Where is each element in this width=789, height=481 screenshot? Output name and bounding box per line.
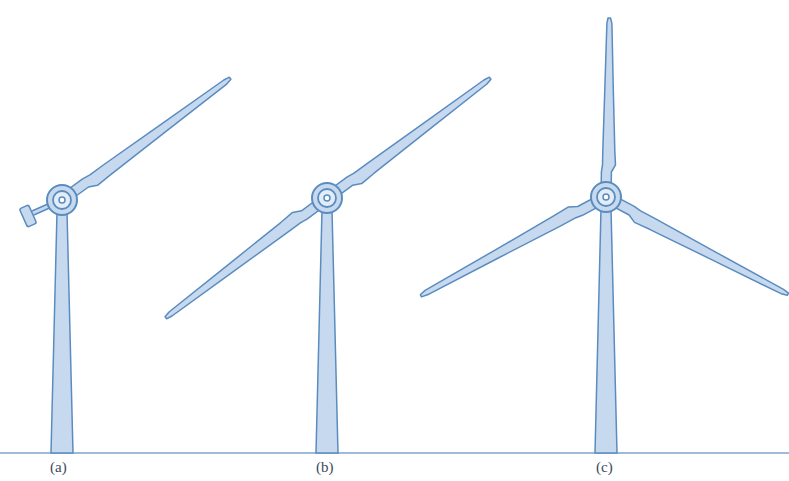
tower: [595, 209, 617, 453]
tower: [51, 212, 73, 453]
tower: [316, 210, 338, 453]
hub: [47, 185, 77, 215]
rotor-blade: [601, 18, 616, 197]
hub-ring: [53, 191, 71, 209]
hub-center: [324, 195, 330, 201]
hub-ring: [597, 188, 615, 206]
hub-center: [59, 197, 65, 203]
figure-label: (a): [50, 459, 67, 476]
ground-line: [0, 452, 789, 454]
rotor-blade: [420, 193, 608, 297]
rotor-blade: [165, 194, 330, 319]
counterweight: [19, 205, 36, 227]
rotor-blade: [604, 193, 789, 296]
rotor-blade: [324, 77, 491, 202]
rotor-blade: [59, 77, 231, 204]
hub: [591, 182, 621, 212]
figure-label: (b): [316, 459, 334, 476]
turbine-group: [19, 18, 788, 453]
hub: [312, 183, 342, 213]
hub-ring: [318, 189, 336, 207]
figure-label: (c): [596, 459, 613, 476]
hub-center: [603, 194, 609, 200]
